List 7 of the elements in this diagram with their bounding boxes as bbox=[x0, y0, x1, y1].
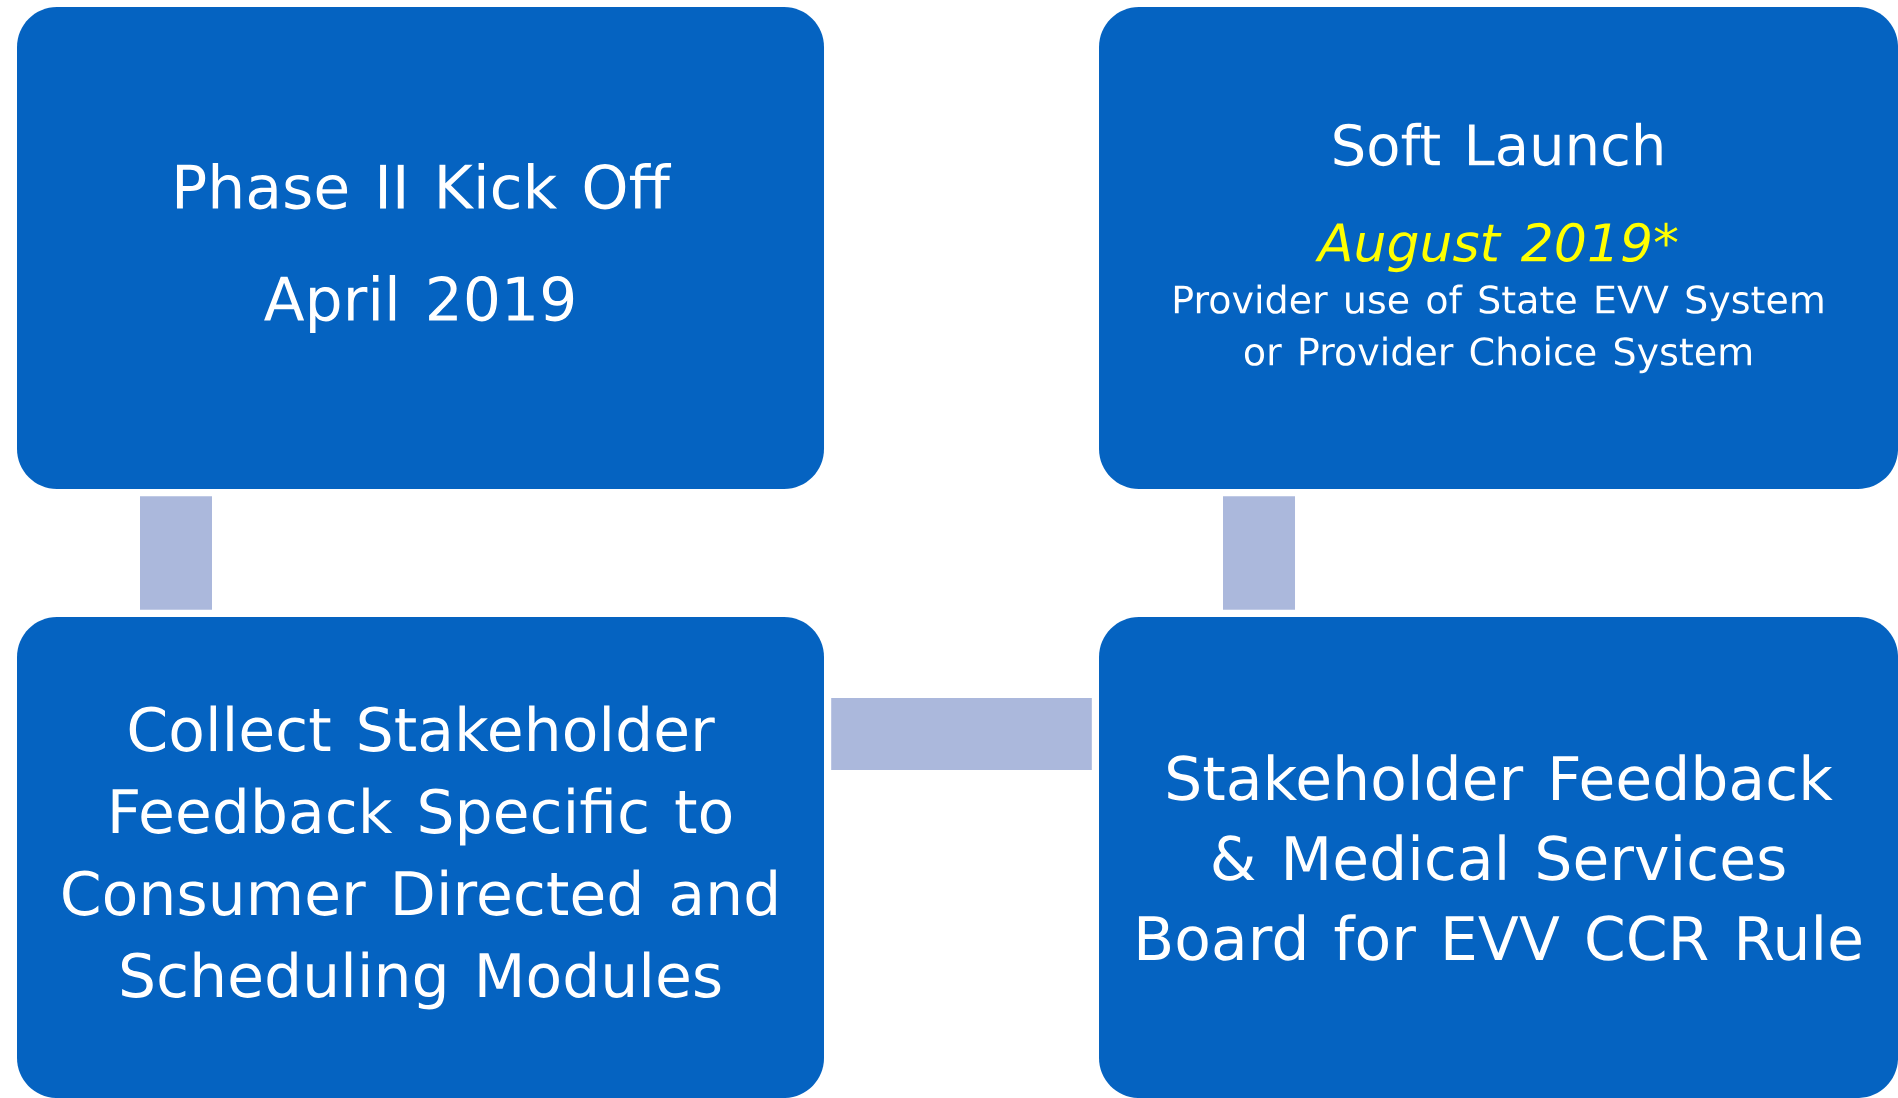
process-box: Soft Launch August 2019* Provider use of State EVV System or Provider Choice System bbox=[1099, 7, 1898, 489]
process-box: Stakeholder Feedback & Medical Services Board for EVV CCR Rule bbox=[1099, 617, 1898, 1098]
connector-bar bbox=[831, 698, 1092, 770]
connector-bar bbox=[140, 496, 212, 610]
process-box: Collect Stakeholder Feedback Specific to Consumer Directed and Scheduling Modules bbox=[17, 617, 824, 1098]
connector-bar bbox=[1223, 496, 1295, 610]
process-box: Phase II Kick Off April 2019 bbox=[17, 7, 824, 489]
